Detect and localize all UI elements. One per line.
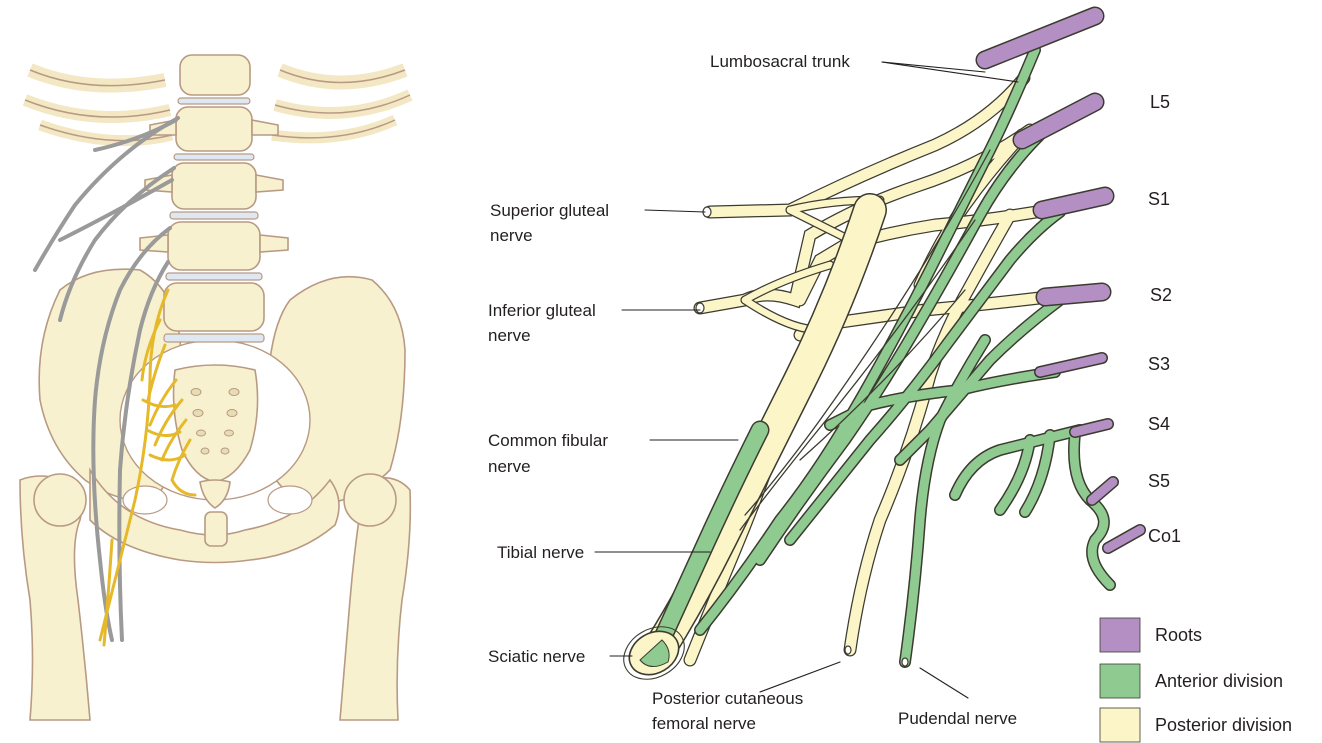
obturator-left [123, 486, 167, 514]
root-label-s2: S2 [1150, 285, 1172, 305]
obturator-right [268, 486, 312, 514]
root-label-l5: L5 [1150, 92, 1170, 112]
label-common-fibular-2: nerve [488, 457, 531, 476]
label-pudendal-nerve: Pudendal nerve [898, 709, 1017, 728]
legend-label-posterior: Posterior division [1155, 715, 1292, 735]
coccyx [200, 480, 230, 508]
root-label-s1: S1 [1148, 189, 1170, 209]
label-superior-gluteal-1: Superior gluteal [490, 201, 609, 220]
pubic-symphysis [205, 512, 227, 546]
label-posterior-cutaneous-2: femoral nerve [652, 714, 756, 733]
legend-swatch-roots [1100, 618, 1140, 652]
label-sciatic-nerve: Sciatic nerve [488, 647, 585, 666]
root-label-co1: Co1 [1148, 526, 1181, 546]
label-inferior-gluteal-2: nerve [488, 326, 531, 345]
femur-right [340, 474, 410, 720]
legend-label-anterior: Anterior division [1155, 671, 1283, 691]
legend-item-roots: Roots [1100, 618, 1202, 652]
pelvis-illustration [20, 55, 410, 720]
root-label-s5: S5 [1148, 471, 1170, 491]
legend-swatch-anterior [1100, 664, 1140, 698]
sacral-plexus-schematic: Lumbosacral trunk Superior gluteal nerve… [488, 16, 1292, 742]
root-label-s4: S4 [1148, 414, 1170, 434]
legend-item-posterior: Posterior division [1100, 708, 1292, 742]
legend: Roots Anterior division Posterior divisi… [1100, 618, 1292, 742]
label-common-fibular-1: Common fibular [488, 431, 608, 450]
label-superior-gluteal-2: nerve [490, 226, 533, 245]
label-lumbosacral-trunk: Lumbosacral trunk [710, 52, 850, 71]
legend-item-anterior: Anterior division [1100, 664, 1283, 698]
label-inferior-gluteal-1: Inferior gluteal [488, 301, 596, 320]
label-posterior-cutaneous-1: Posterior cutaneous [652, 689, 803, 708]
label-tibial-nerve: Tibial nerve [497, 543, 584, 562]
root-label-s3: S3 [1148, 354, 1170, 374]
legend-label-roots: Roots [1155, 625, 1202, 645]
legend-swatch-posterior [1100, 708, 1140, 742]
femur-left [20, 474, 90, 720]
